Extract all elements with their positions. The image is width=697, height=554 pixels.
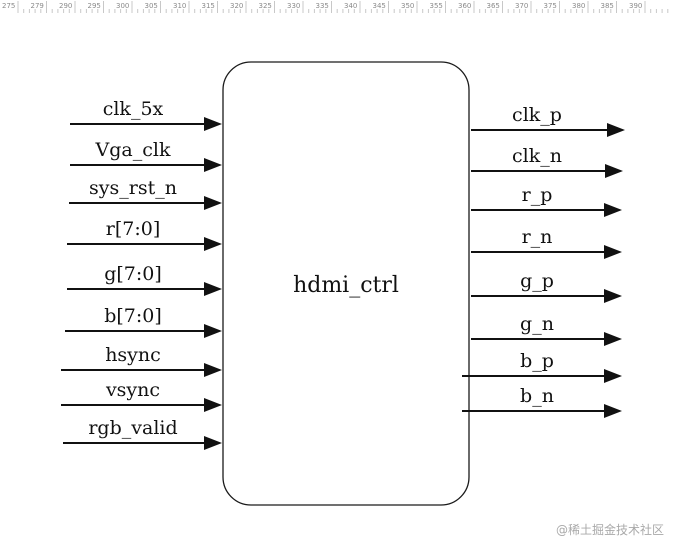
input-arrow-head: [204, 363, 222, 377]
ruler-label: 300: [116, 2, 129, 10]
input-arrow-head: [204, 117, 222, 131]
output-port: r_p: [471, 184, 622, 217]
watermark-text: @稀土掘金技术社区: [556, 522, 664, 537]
ruler-label: 390: [629, 2, 642, 10]
ruler-label: 310: [173, 2, 186, 10]
ruler-label: 315: [202, 2, 215, 10]
input-port-label: clk_5x: [103, 98, 164, 120]
ruler-label: 345: [373, 2, 386, 10]
input-arrow-head: [204, 282, 222, 296]
ruler-label: 355: [430, 2, 443, 10]
ruler-label: 350: [401, 2, 414, 10]
output-port: clk_p: [471, 104, 625, 137]
ruler-label: 295: [88, 2, 101, 10]
input-port-label: b[7:0]: [104, 305, 162, 327]
output-arrow-head: [604, 203, 622, 217]
input-port: g[7:0]: [67, 263, 222, 296]
input-port-label: Vga_clk: [95, 139, 171, 161]
ruler-label: 360: [458, 2, 471, 10]
module-block: hdmi_ctrl: [222, 61, 470, 506]
input-port: b[7:0]: [65, 305, 222, 338]
ruler-label: 365: [487, 2, 500, 10]
input-port-label: g[7:0]: [104, 263, 162, 285]
input-port-label: sys_rst_n: [89, 177, 177, 199]
ruler-strip: 275 279 290 295 300 305 310 315 320 325 330 335 340 3…: [2, 1, 669, 13]
input-arrow-head: [204, 196, 222, 210]
output-arrow-head: [604, 404, 622, 418]
output-ports: clk_p clk_n r_p r_n g_p g_n b_p b_n: [462, 104, 625, 418]
output-arrow-head: [605, 164, 623, 178]
input-port-label: rgb_valid: [88, 417, 177, 439]
ruler-label: 380: [572, 2, 585, 10]
output-port-label: b_n: [520, 385, 554, 407]
input-port: clk_5x: [70, 98, 222, 131]
ruler-label: 320: [230, 2, 243, 10]
ruler-label: 279: [31, 2, 44, 10]
ruler-label: 290: [59, 2, 72, 10]
input-port-label: vsync: [105, 379, 160, 401]
ruler-label: 325: [259, 2, 272, 10]
output-port: b_n: [462, 385, 622, 418]
output-port: r_n: [471, 226, 622, 259]
output-port: b_p: [462, 350, 622, 383]
module-box: [222, 61, 470, 506]
input-arrow-head: [204, 237, 222, 251]
ruler-label: 340: [344, 2, 357, 10]
input-port: Vga_clk: [70, 139, 222, 172]
output-arrow-head: [604, 332, 622, 346]
ruler-label: 370: [515, 2, 528, 10]
input-port: r[7:0]: [67, 218, 222, 251]
input-arrow-head: [204, 158, 222, 172]
input-port: sys_rst_n: [69, 177, 222, 210]
output-port: g_p: [471, 270, 622, 303]
ruler-label: 335: [316, 2, 329, 10]
ruler-label: 305: [145, 2, 158, 10]
module-name: hdmi_ctrl: [293, 273, 399, 298]
output-port-label: r_p: [522, 184, 553, 206]
ruler-label: 275: [2, 2, 15, 10]
input-port-label: r[7:0]: [106, 218, 161, 240]
output-arrow-head: [604, 369, 622, 383]
input-port-label: hsync: [105, 344, 161, 366]
input-port: rgb_valid: [63, 417, 222, 450]
output-arrow-head: [604, 245, 622, 259]
input-arrow-head: [204, 398, 222, 412]
output-port: clk_n: [471, 145, 623, 178]
output-port-label: clk_n: [512, 145, 562, 167]
output-port-label: g_n: [520, 313, 554, 335]
input-arrow-head: [204, 436, 222, 450]
ruler-label: 330: [287, 2, 300, 10]
output-arrow-head: [607, 123, 625, 137]
ruler-label: 385: [601, 2, 614, 10]
output-port-label: g_p: [520, 270, 554, 292]
ruler-label: 375: [544, 2, 557, 10]
input-arrow-head: [204, 324, 222, 338]
output-port: g_n: [471, 313, 622, 346]
output-arrow-head: [604, 289, 622, 303]
input-port: hsync: [61, 344, 222, 377]
input-port: vsync: [61, 379, 222, 412]
output-port-label: clk_p: [512, 104, 562, 126]
output-port-label: b_p: [520, 350, 554, 372]
output-port-label: r_n: [522, 226, 553, 248]
